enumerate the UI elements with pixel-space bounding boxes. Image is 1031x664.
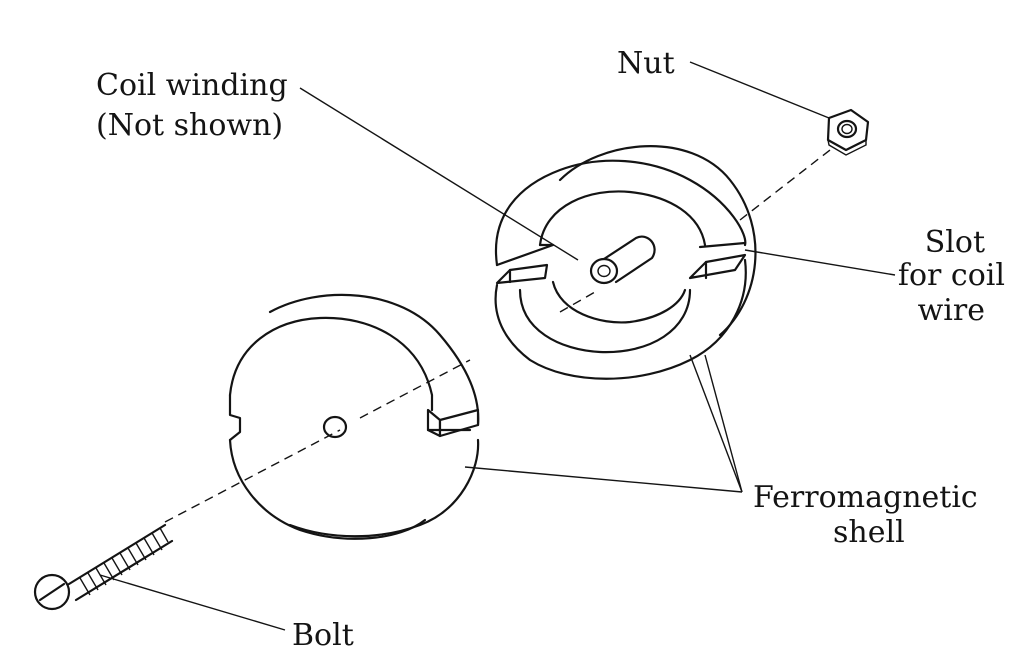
leader-ferro-rear2	[704, 354, 743, 493]
front-shell-half-icon	[228, 293, 480, 540]
leader-slot	[744, 249, 896, 276]
label-ferro-line1: Ferromagnetic	[753, 480, 978, 515]
nut-icon	[826, 108, 870, 156]
label-slot-line1: Slot	[925, 225, 985, 260]
label-coil-line1: Coil winding	[96, 68, 288, 103]
label-nut: Nut	[617, 46, 675, 81]
label-ferro-line2: shell	[833, 515, 905, 550]
assembly-axis	[164, 149, 831, 523]
bolt-icon	[33, 523, 174, 611]
leader-nut	[689, 61, 830, 119]
leader-bolt	[99, 574, 286, 631]
leader-ferro-rear	[689, 354, 743, 493]
rear-shell-half-icon	[494, 145, 757, 380]
label-slot-line3: wire	[918, 293, 985, 328]
label-slot-line2: for coil	[898, 258, 1005, 293]
leader-ferro-front	[464, 466, 743, 493]
label-bolt: Bolt	[292, 618, 354, 653]
leader-coil	[299, 87, 579, 261]
label-coil-line2: (Not shown)	[96, 108, 283, 143]
leader-lines	[99, 61, 896, 631]
